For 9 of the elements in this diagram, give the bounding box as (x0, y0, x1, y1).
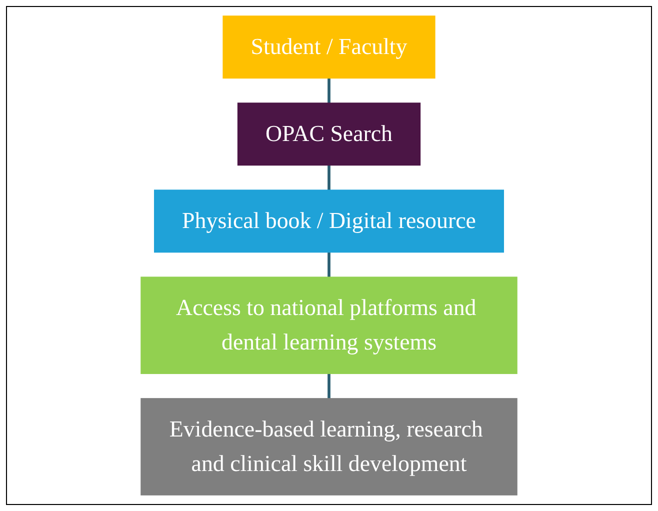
node-box: Evidence-based learning, research and clinical skill development (140, 398, 518, 496)
connector (328, 373, 330, 399)
node-box: Access to national platforms and dental learning systems (140, 276, 518, 374)
node-box: Student / Faculty (222, 16, 436, 79)
node-box: Physical book / Digital resource (154, 190, 504, 253)
connector (328, 165, 330, 190)
node-box: OPAC Search (237, 102, 421, 166)
connector (328, 252, 330, 278)
connector (328, 78, 330, 104)
